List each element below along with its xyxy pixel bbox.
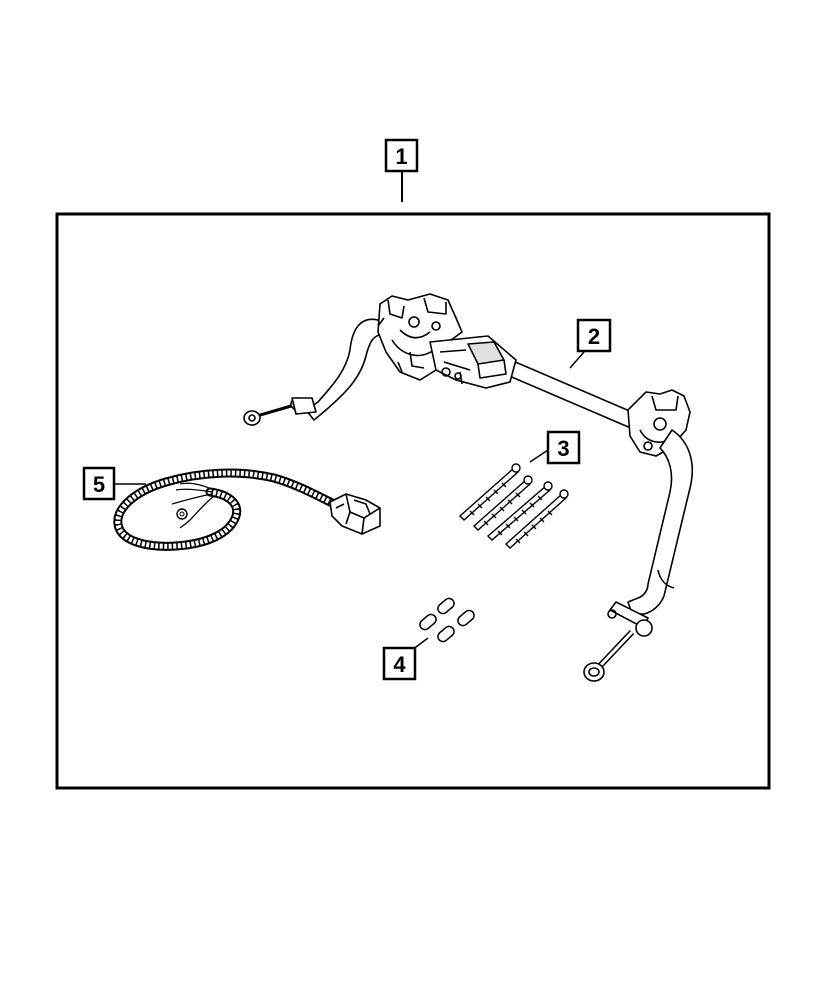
wiring-loom (113, 468, 343, 551)
ground-terminal (176, 508, 191, 529)
butt-connector-3 (457, 609, 475, 627)
right-end-link (583, 601, 653, 682)
stabilizer-bar-right-arm (627, 429, 694, 615)
cable-ties (458, 463, 569, 549)
callout-5-label: 5 (93, 472, 105, 497)
callout-4[interactable]: 4 (382, 637, 429, 681)
stabilizer-bar-assembly (243, 293, 694, 682)
butt-connector-2 (419, 613, 437, 631)
cable-tie-3 (486, 481, 553, 541)
butt-connector-4 (437, 625, 455, 643)
kit-outline-box (55, 212, 771, 790)
callout-1-label: 1 (395, 144, 407, 169)
stabilizer-bar-tube (499, 357, 647, 433)
left-end-link (243, 397, 317, 426)
actuator-box (429, 335, 517, 389)
callout-5[interactable]: 5 (82, 466, 146, 501)
cable-tie-2 (472, 475, 533, 531)
callout-2-label: 2 (588, 324, 600, 349)
callout-3[interactable]: 3 (529, 430, 581, 465)
cable-tie-4 (504, 489, 569, 549)
callout-4-label: 4 (393, 652, 406, 677)
loose-wires (171, 482, 215, 521)
callout-1[interactable]: 1 (384, 138, 419, 202)
callout-2[interactable]: 2 (569, 318, 612, 369)
wiring-harness (113, 468, 381, 551)
butt-connectors (419, 597, 475, 643)
harness-connector (329, 493, 381, 535)
stabilizer-bar-left-arm (305, 318, 387, 421)
callout-3-label: 3 (557, 436, 569, 461)
butt-connector-1 (437, 597, 455, 615)
cable-tie-1 (458, 463, 521, 521)
